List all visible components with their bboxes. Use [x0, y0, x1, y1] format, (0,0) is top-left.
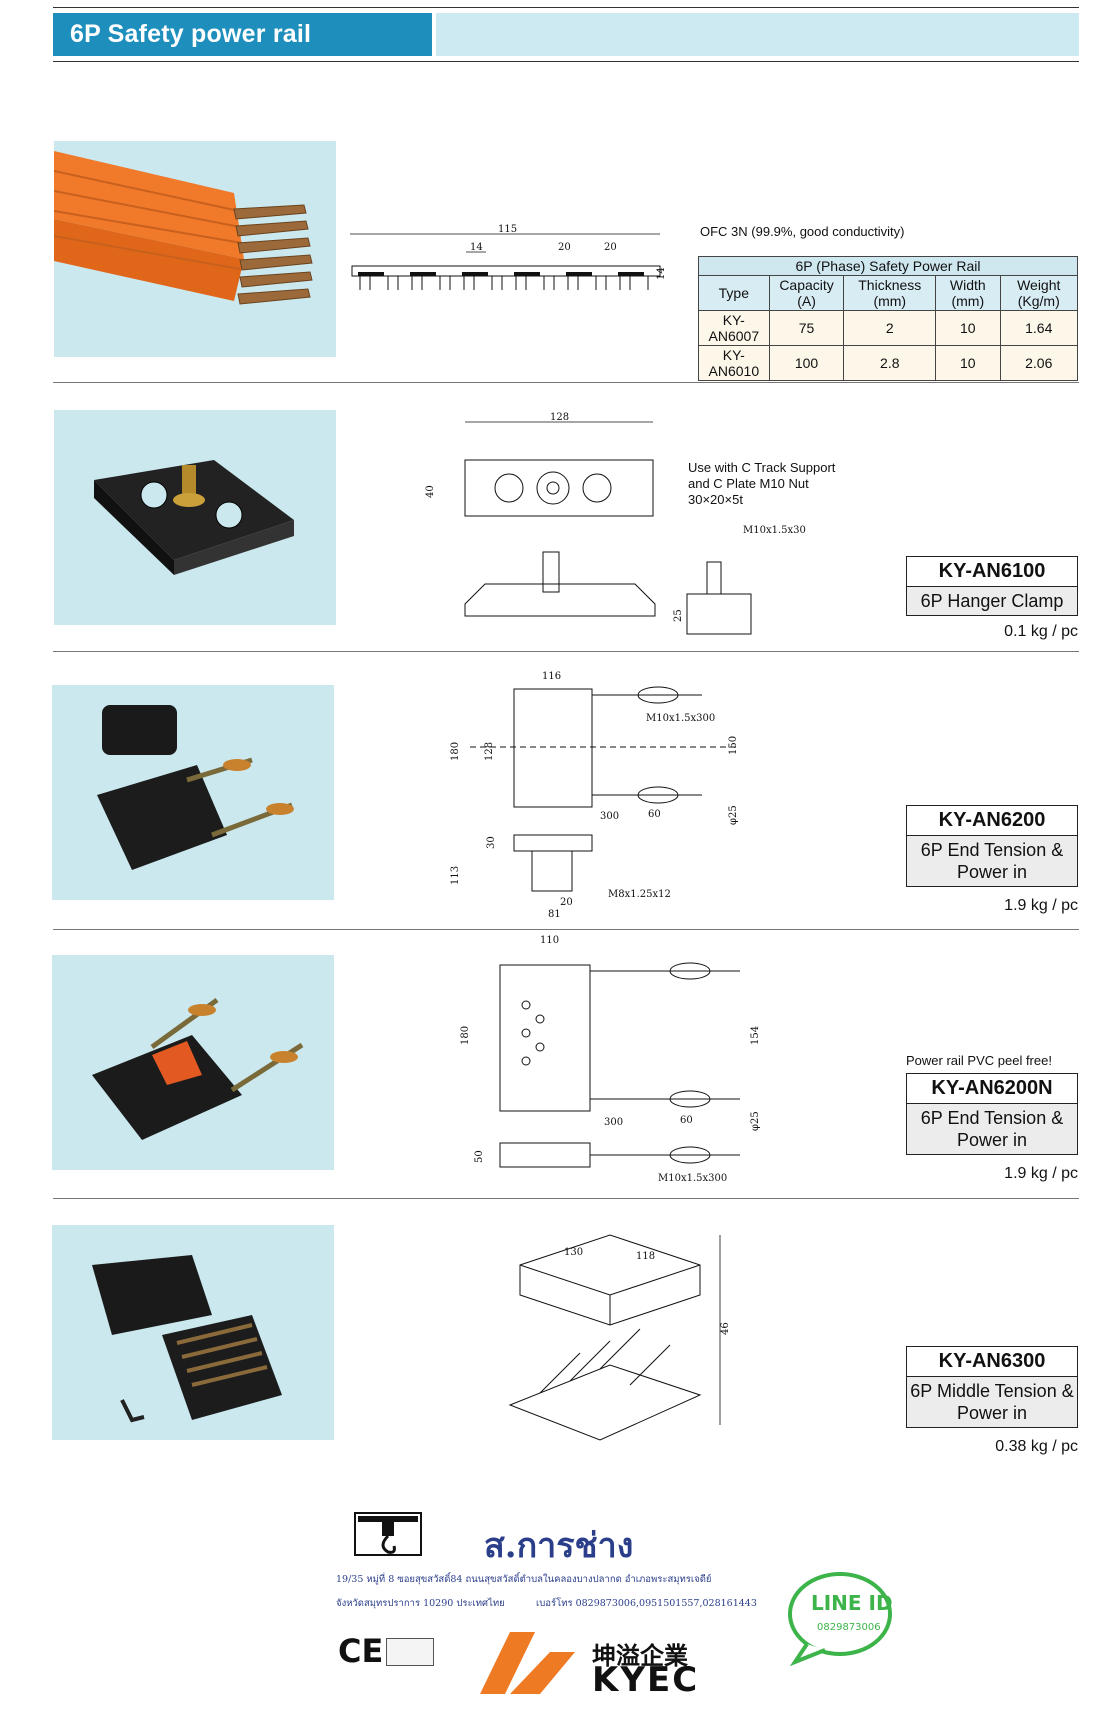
svg-text:20: 20: [560, 897, 573, 908]
rail-photo: [54, 141, 336, 357]
ce-mark: CE: [338, 1632, 384, 1670]
svg-text:φ25: φ25: [750, 1111, 761, 1131]
hanger-clamp-illustration: [94, 460, 294, 575]
svg-text:128: 128: [484, 742, 495, 761]
product-label-KY-AN6100: KY-AN6100 6P Hanger Clamp: [906, 556, 1078, 616]
section-divider: [53, 382, 1079, 383]
kyec-logo: [480, 1632, 575, 1694]
svg-text:113: 113: [450, 866, 461, 885]
product-label-KY-AN6200: KY-AN6200 6P End Tension & Power in: [906, 805, 1078, 887]
svg-text:130: 130: [564, 1247, 583, 1258]
svg-text:M8x1.25x12: M8x1.25x12: [608, 889, 671, 900]
rail-dim-115: 115: [498, 224, 517, 235]
line-id-badge: LINE ID 0829873006: [788, 1572, 893, 1666]
end-tension-n-illustration: [92, 997, 304, 1140]
svg-text:180: 180: [460, 1026, 471, 1045]
svg-text:81: 81: [548, 909, 561, 920]
page-title: 6P Safety power rail: [70, 20, 312, 48]
svg-text:50: 50: [474, 1150, 485, 1163]
title-bar: [53, 13, 432, 56]
col-capacity: Capacity (A): [768, 275, 845, 311]
svg-text:110: 110: [540, 935, 559, 946]
pvc-peel-note: Power rail PVC peel free!: [906, 1053, 1052, 1068]
title-band: [436, 13, 1079, 56]
section-divider: [53, 1198, 1079, 1199]
svg-text:150: 150: [728, 736, 739, 755]
svg-text:118: 118: [636, 1251, 655, 1262]
svg-text:M10x1.5x300: M10x1.5x300: [646, 713, 715, 724]
hanger-clamp-note: Use with C Track Support and C Plate M10…: [688, 460, 836, 507]
rail-cross-section-drawing: 115 14 20 20 14: [350, 224, 667, 290]
rail-dim-14-height: 14: [656, 267, 667, 280]
svg-text:154: 154: [750, 1026, 761, 1045]
svg-text:300: 300: [604, 1117, 623, 1128]
brand-name: KYEC: [592, 1660, 700, 1700]
brand-chinese: 坤溢企業: [592, 1642, 688, 1670]
rail-dim-20a: 20: [558, 242, 571, 253]
svg-text:128: 128: [550, 412, 569, 423]
svg-text:φ25: φ25: [728, 805, 739, 825]
svg-text:M10x1.5x300: M10x1.5x300: [658, 1173, 727, 1184]
svg-text:LINE ID: LINE ID: [811, 1591, 893, 1615]
svg-text:25: 25: [673, 609, 684, 622]
product-weight: 1.9 kg / pc: [1004, 1165, 1078, 1182]
middle-tension-photo: [52, 1225, 334, 1440]
end-tension-n-drawing: 110 180 154 300 60 φ25 50 M10x1.5x300: [460, 935, 761, 1184]
middle-tension-illustration: [92, 1255, 282, 1423]
company-address-line-1: 19/35 หมู่ที่ 8 ซอยสุขสวัสดิ์84 ถนนสุขสว…: [336, 1574, 712, 1585]
rail-dim-20b: 20: [604, 242, 617, 253]
certification-badge-icon: [386, 1638, 434, 1666]
product-description: 6P End Tension & Power in: [907, 1104, 1077, 1154]
power-rail-illustration: [54, 151, 313, 305]
product-description: 6P End Tension & Power in: [907, 836, 1077, 886]
svg-text:46: 46: [720, 1322, 731, 1335]
svg-text:60: 60: [680, 1115, 693, 1126]
product-code: KY-AN6100: [907, 557, 1077, 587]
product-code: KY-AN6200N: [907, 1074, 1077, 1104]
rail-spec-table: 6P (Phase) Safety Power Rail Type Capaci…: [698, 256, 1078, 381]
company-logo: [354, 1512, 422, 1556]
hanger-clamp-photo: [54, 410, 336, 625]
rail-material-note: OFC 3N (99.9%, good conductivity): [700, 224, 905, 239]
company-address-line-2: จังหวัดสมุทรปราการ 10290 ประเทศไทย: [336, 1598, 505, 1609]
company-name-thai: ส.การช่าง: [484, 1526, 634, 1566]
product-code: KY-AN6200: [907, 806, 1077, 836]
svg-text:M10x1.5x30: M10x1.5x30: [743, 525, 806, 536]
header-bottom-rule: [53, 61, 1079, 62]
product-description: 6P Hanger Clamp: [907, 587, 1077, 615]
svg-text:300: 300: [600, 811, 619, 822]
svg-text:40: 40: [425, 485, 436, 498]
product-weight: 0.1 kg / pc: [1004, 623, 1078, 640]
svg-text:116: 116: [542, 671, 561, 682]
product-weight: 1.9 kg / pc: [1004, 897, 1078, 914]
product-code: KY-AN6300: [907, 1347, 1077, 1377]
col-weight: Weight (Kg/m): [999, 275, 1078, 311]
company-phone: เบอร์โทร 0829873006,0951501557,028161443: [536, 1598, 757, 1609]
end-tension-n-photo: [52, 955, 334, 1170]
product-weight: 0.38 kg / pc: [995, 1438, 1078, 1455]
table-title: 6P (Phase) Safety Power Rail: [698, 256, 1078, 276]
hanger-clamp-drawing: 128 40 M10x1.5x30 25: [425, 412, 806, 635]
section-divider: [53, 929, 1079, 930]
rail-dim-14: 14: [470, 242, 483, 253]
end-tension-drawing: 116 180 128 150 M10x1.5x300 300 60 φ25 3…: [450, 671, 740, 920]
product-label-KY-AN6200N: KY-AN6200N 6P End Tension & Power in: [906, 1073, 1078, 1155]
col-width: Width (mm): [935, 275, 1001, 311]
crane-hook-icon: [358, 1516, 418, 1554]
product-description: 6P Middle Tension & Power in: [907, 1377, 1077, 1427]
section-divider: [53, 651, 1079, 652]
middle-tension-drawing: 130 118 46: [508, 1234, 731, 1441]
svg-text:60: 60: [648, 809, 661, 820]
col-thickness: Thickness (mm): [843, 275, 937, 311]
end-tension-illustration: [97, 705, 294, 870]
svg-text:30: 30: [486, 836, 497, 849]
end-tension-photo: [52, 685, 334, 900]
svg-text:0829873006: 0829873006: [817, 1622, 881, 1633]
header-top-rule: [53, 7, 1079, 8]
svg-text:180: 180: [450, 742, 461, 761]
product-label-KY-AN6300: KY-AN6300 6P Middle Tension & Power in: [906, 1346, 1078, 1428]
col-type: Type: [698, 275, 770, 311]
